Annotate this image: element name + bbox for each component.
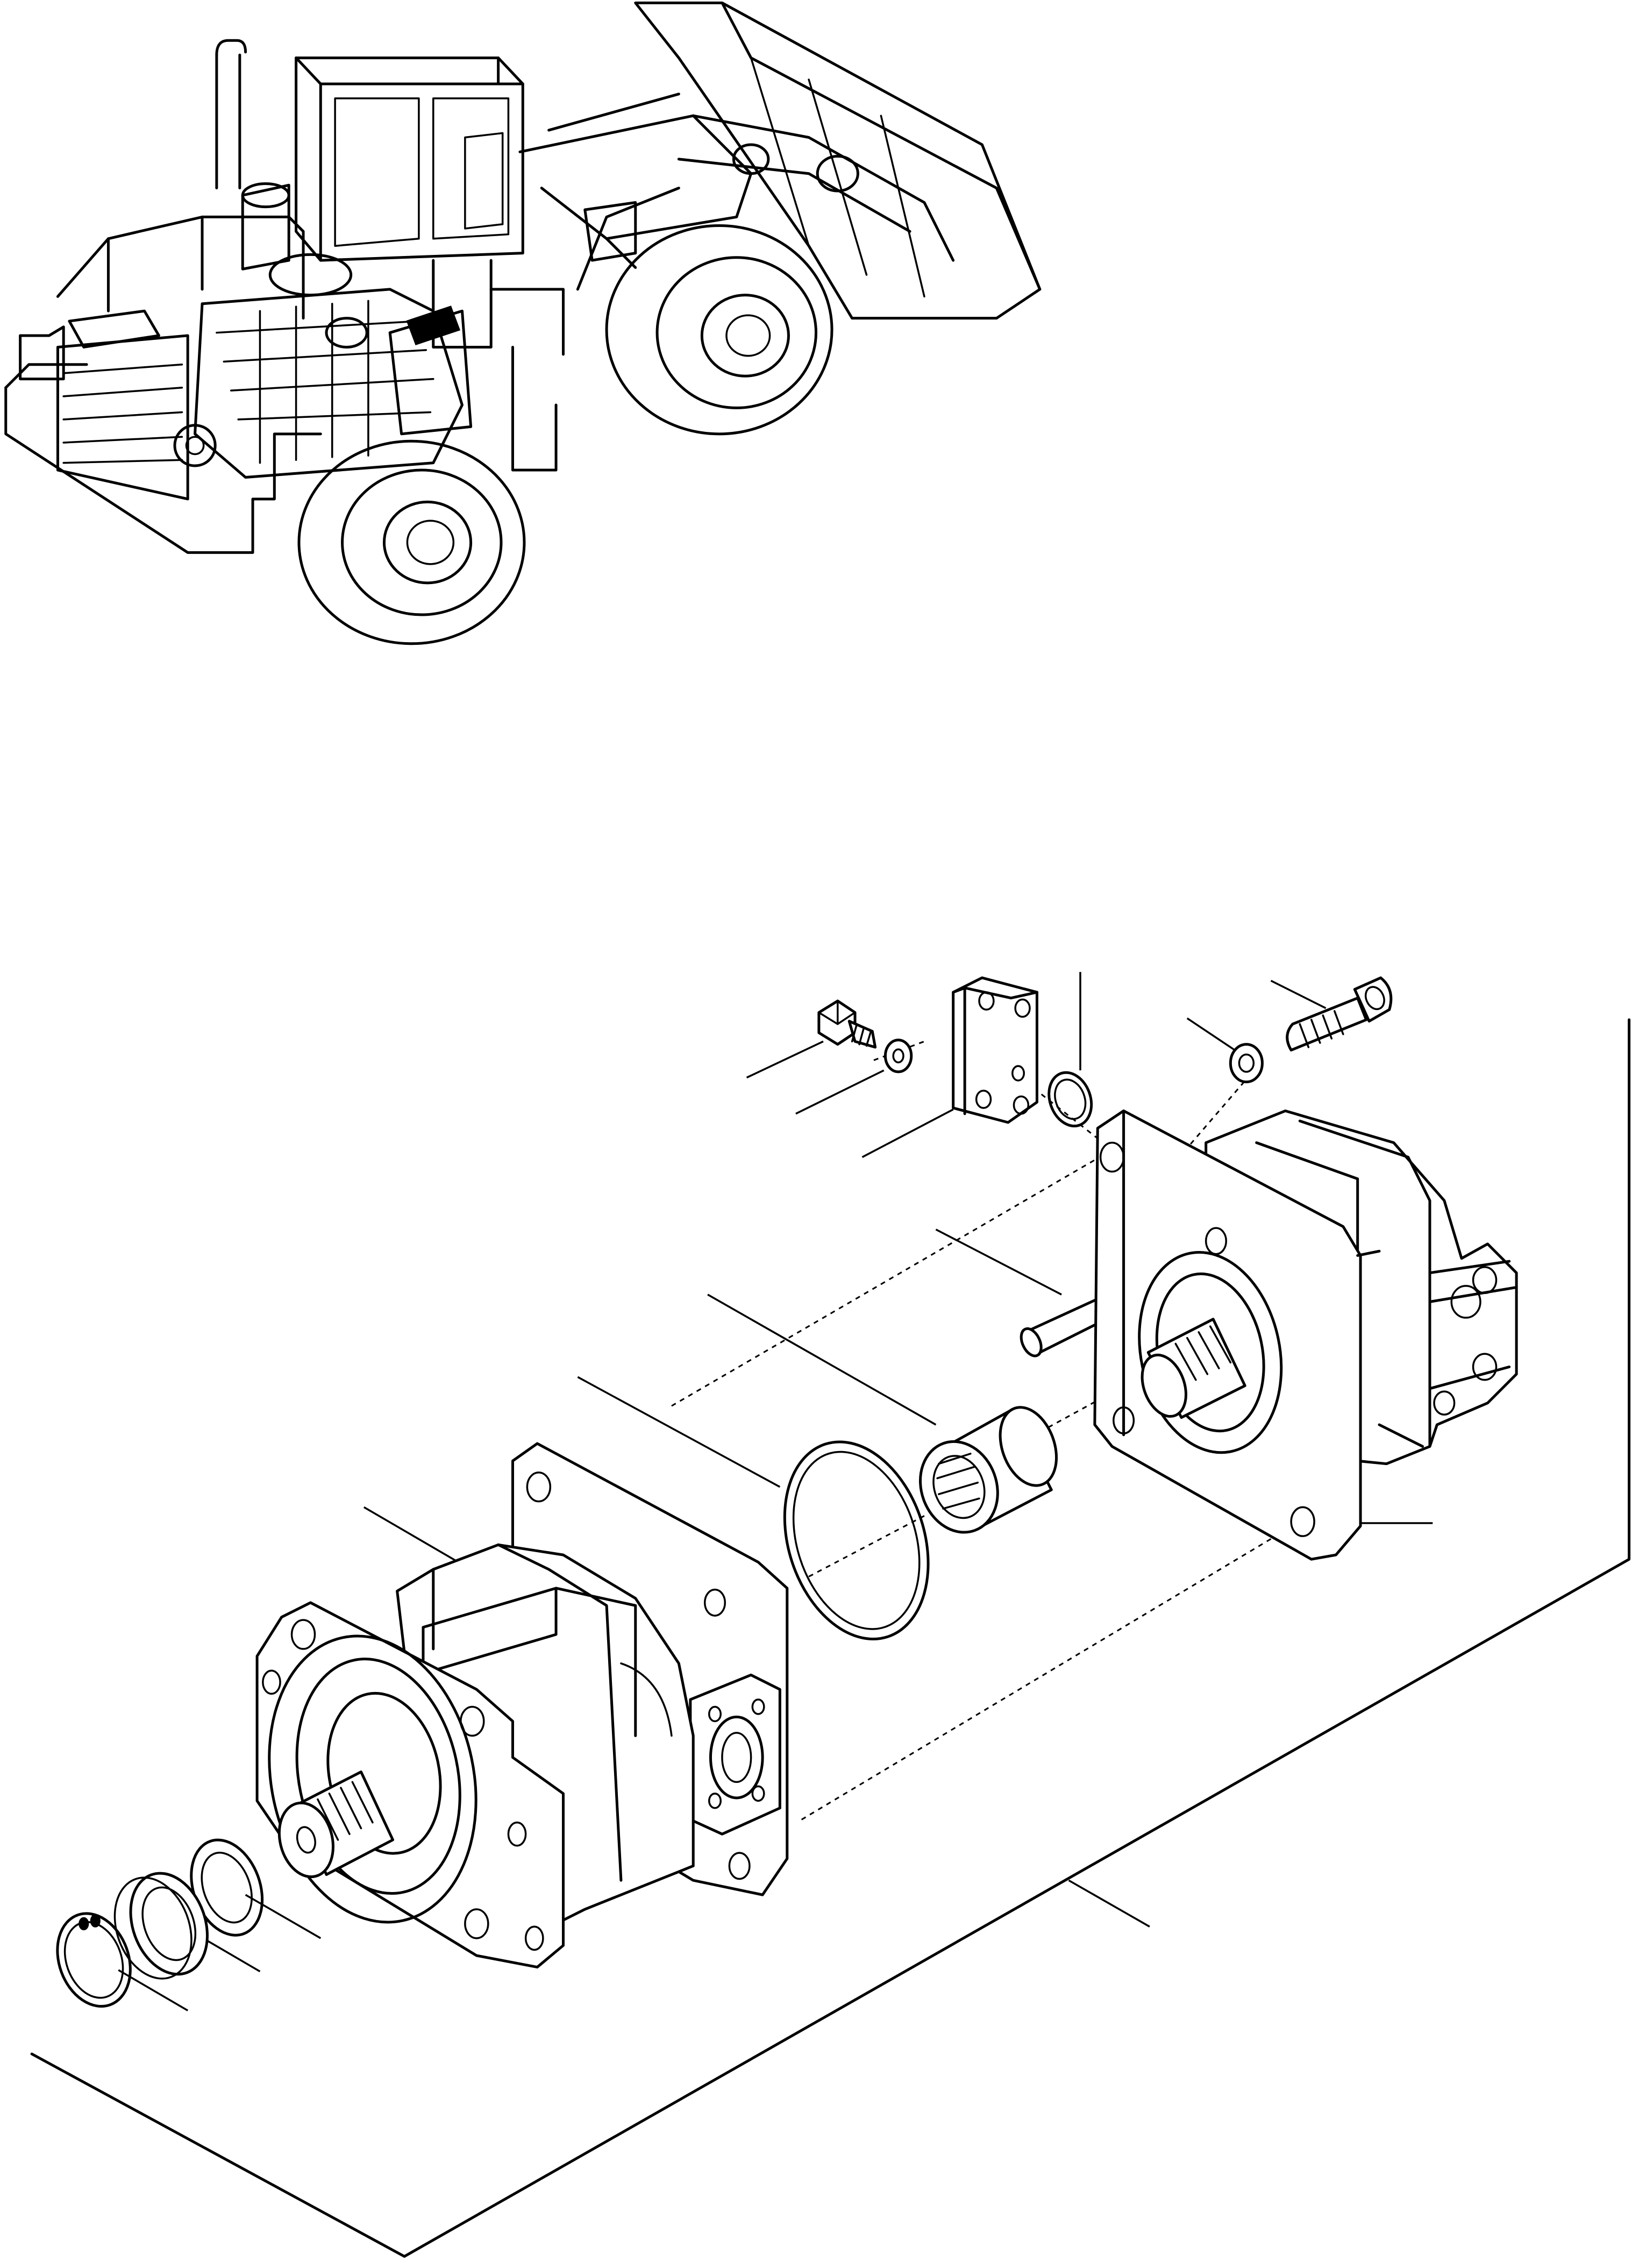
wheel-loader-overview <box>6 3 1040 643</box>
main-pump-body <box>244 1444 787 1967</box>
base-plane-outline <box>32 1020 1629 2256</box>
o-ring-large <box>761 1423 952 1658</box>
rear-pump-flange <box>1095 1111 1516 1559</box>
snap-ring <box>45 1903 143 2017</box>
collar <box>102 1862 221 1989</box>
coupling-sleeve <box>908 1399 1066 1543</box>
mounting-plate <box>953 978 1037 1122</box>
washer-large <box>1230 1044 1262 1082</box>
socket-bolt <box>1287 978 1391 1050</box>
o-ring-small <box>1042 1067 1099 1132</box>
callout-leader-lines <box>118 972 1433 2010</box>
washer-small <box>885 1040 911 1072</box>
hex-bolt-small <box>819 1001 875 1047</box>
